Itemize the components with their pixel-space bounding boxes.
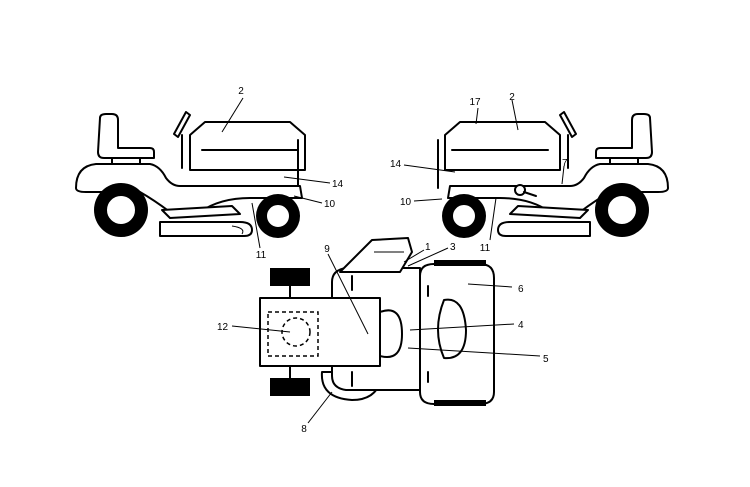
callout-12: 12 <box>217 322 229 333</box>
top-view-tractor <box>231 237 541 424</box>
callout-3: 3 <box>450 242 456 253</box>
callout-10-left: 10 <box>324 199 336 210</box>
callout-17-right: 17 <box>469 97 481 108</box>
callout-11-right: 11 <box>480 243 491 254</box>
callout-14-left: 14 <box>332 179 344 190</box>
callout-9: 9 <box>324 244 330 255</box>
callout-2-right: 2 <box>509 92 515 103</box>
callout-1: 1 <box>425 242 431 253</box>
callout-labels: 2 14 10 11 17 2 14 7 10 11 1 3 9 6 12 4 … <box>217 86 568 435</box>
callout-6: 6 <box>518 284 524 295</box>
callout-7-right: 7 <box>562 158 568 169</box>
right-side-view-tractor <box>403 99 669 241</box>
callout-14-right: 14 <box>390 159 402 170</box>
left-side-view-tractor <box>75 97 331 249</box>
callout-4: 4 <box>518 320 524 331</box>
callout-8: 8 <box>301 424 307 435</box>
callout-5: 5 <box>543 354 549 365</box>
callout-11-left: 11 <box>256 250 267 261</box>
callout-10-right: 10 <box>400 197 412 208</box>
callout-2-left: 2 <box>238 86 244 97</box>
